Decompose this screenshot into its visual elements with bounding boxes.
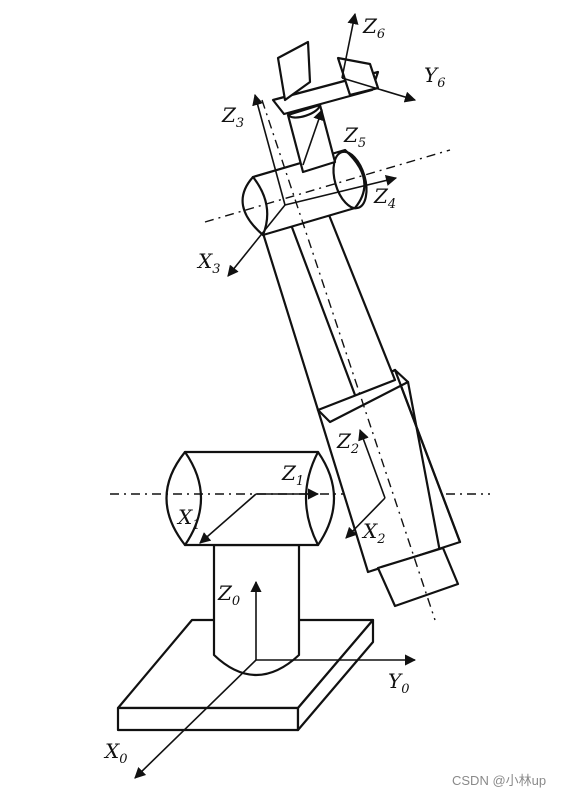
label-x3: X3 xyxy=(196,249,221,277)
label-x2: X2 xyxy=(361,519,386,547)
gripper xyxy=(271,40,380,116)
label-y0: Y0 xyxy=(388,669,409,697)
z4-arrow xyxy=(284,174,398,206)
z5-arrow xyxy=(302,108,325,166)
label-z0: Z0 xyxy=(217,581,240,609)
frame-3-axes xyxy=(227,93,398,277)
watermark: CSDN @小林up xyxy=(452,773,546,788)
z3-arrow xyxy=(252,93,286,206)
label-x0: X0 xyxy=(103,739,128,767)
y6-arrow xyxy=(341,77,417,103)
frame-1-axes xyxy=(199,488,320,544)
label-z1: Z1 xyxy=(281,461,304,489)
frame-6-axes xyxy=(341,12,417,103)
label-z6: Z6 xyxy=(362,14,385,42)
x0-arrow xyxy=(134,659,257,779)
x2-arrow xyxy=(345,497,386,539)
elbow-housing xyxy=(316,368,462,608)
wrist-axis-line xyxy=(204,149,451,223)
x1-arrow xyxy=(199,493,257,544)
z6-arrow xyxy=(341,12,359,79)
z2-arrow xyxy=(358,428,386,499)
label-z5: Z5 xyxy=(343,123,366,151)
prismatic-arm xyxy=(260,203,397,412)
label-z2: Z2 xyxy=(336,429,359,457)
label-z4: Z4 xyxy=(373,184,396,212)
frame-2-axes xyxy=(345,428,386,539)
label-y6: Y6 xyxy=(424,63,445,91)
x3-arrow xyxy=(227,204,286,277)
arm-axis-line xyxy=(261,99,436,621)
frame-0-axes xyxy=(134,580,417,779)
label-z3: Z3 xyxy=(221,103,244,131)
label-x1: X1 xyxy=(176,505,201,533)
